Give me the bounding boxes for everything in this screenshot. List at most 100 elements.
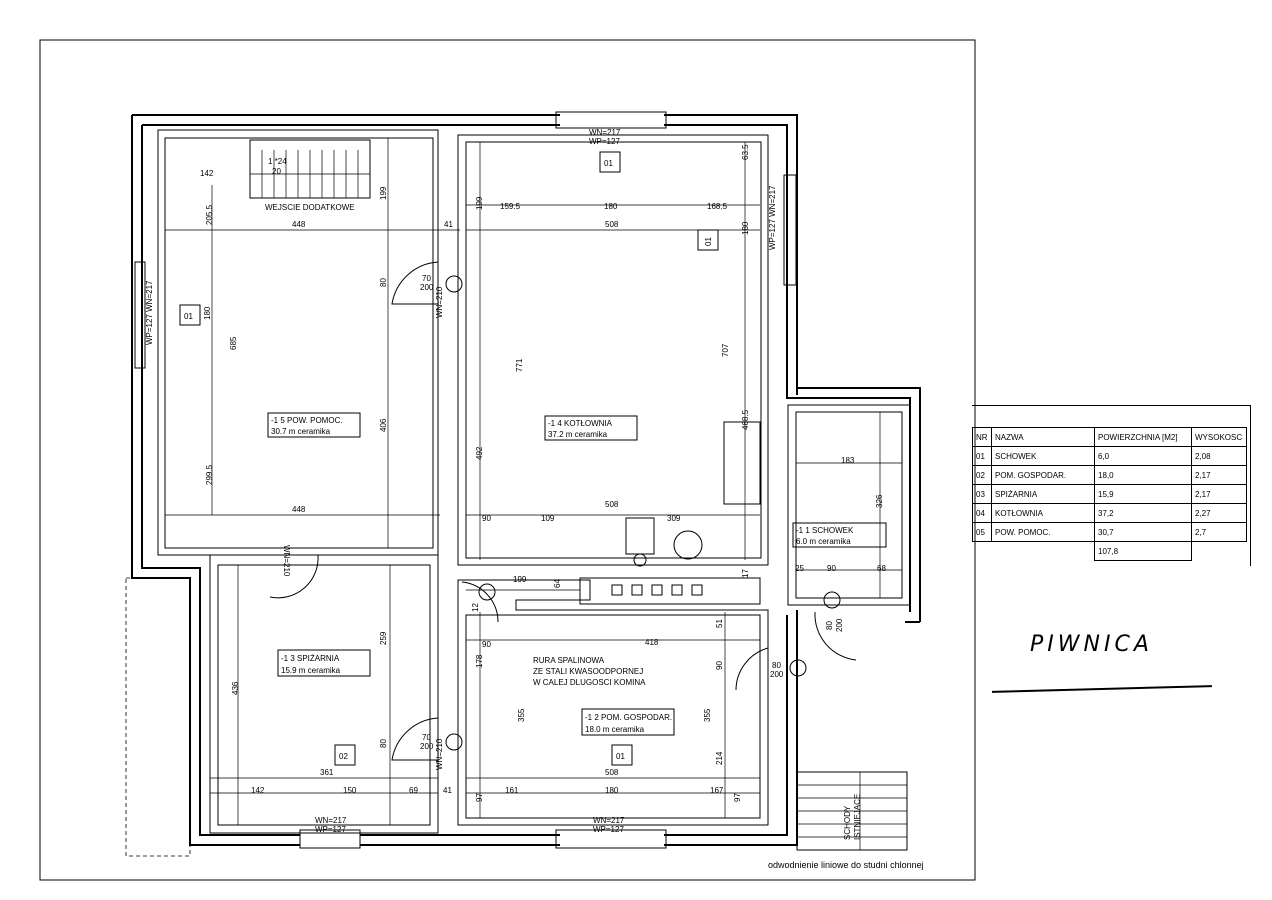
table-cell: SCHOWEK bbox=[991, 446, 1095, 466]
table-cell: 02 bbox=[972, 465, 992, 485]
table-cell: POW. POMOC. bbox=[991, 522, 1095, 542]
dim-12: 12 bbox=[471, 603, 480, 612]
dim-80-b: 80 bbox=[379, 739, 388, 748]
dim-355-a: 355 bbox=[517, 708, 526, 722]
dim-90-b: 90 bbox=[827, 564, 836, 573]
table-row: 04 KOTŁOWNIA 37,2 2,27 bbox=[972, 503, 1247, 523]
dim-69: 69 bbox=[409, 786, 418, 795]
chimney-note-1: RURA SPALINOWA bbox=[533, 656, 605, 665]
dim-150: 150 bbox=[343, 786, 357, 795]
table-header-row: NR NAZWA POWIERZCHNIA [M2] WYSOKOSC bbox=[972, 427, 1247, 447]
table-cell: 2,27 bbox=[1191, 503, 1247, 523]
table-total: 107,8 bbox=[1094, 541, 1192, 561]
table-header: NR bbox=[972, 427, 992, 447]
dim-508-mid: 508 bbox=[605, 500, 619, 509]
table-cell: 2,7 bbox=[1191, 522, 1247, 542]
existing-stairs bbox=[796, 771, 908, 851]
table-cell: 2,17 bbox=[1191, 465, 1247, 485]
table-cell: 03 bbox=[972, 484, 992, 504]
room-schedule-table: NR NAZWA POWIERZCHNIA [M2] WYSOKOSC 01 S… bbox=[972, 427, 1247, 561]
dim-448-top: 448 bbox=[292, 220, 306, 229]
dim-180-top: 180 bbox=[604, 202, 618, 211]
table-spacer bbox=[973, 542, 992, 561]
table-cell: 2,17 bbox=[1191, 484, 1247, 504]
dim-178: 178 bbox=[475, 654, 484, 668]
dim-326: 326 bbox=[875, 494, 884, 508]
dim-199-a: 199 bbox=[379, 186, 388, 200]
dim-109: 109 bbox=[541, 514, 555, 523]
dim-180-v2: 180 bbox=[203, 306, 212, 320]
table-cell: 05 bbox=[972, 522, 992, 542]
dim-17: 17 bbox=[741, 569, 750, 578]
dim-63: 63.5 bbox=[741, 144, 750, 160]
room-05-outline bbox=[157, 129, 439, 556]
dim-707: 707 bbox=[721, 343, 730, 357]
dim-183: 183 bbox=[841, 456, 855, 465]
room-02-name: -1 2 POM. GOSPODAR. bbox=[585, 713, 672, 722]
room-03-outline bbox=[209, 554, 439, 834]
chimney-note-3: W CALEJ DLUGOSCI KOMINA bbox=[533, 678, 646, 687]
stairs-existing-1: SCHODY bbox=[843, 805, 852, 840]
tag-02: 02 bbox=[339, 752, 348, 761]
table-cell: 04 bbox=[972, 503, 992, 523]
room-05-area: 30.7 m ceramika bbox=[271, 427, 331, 436]
stairs-label: 1 *24 bbox=[268, 157, 287, 166]
room-02-outline bbox=[457, 577, 769, 826]
window-bottom2-wp: WP=127 bbox=[593, 825, 624, 834]
stairs-step: 20 bbox=[272, 167, 281, 176]
tag-01-a: 01 bbox=[604, 159, 613, 168]
table-header: POWIERZCHNIA [M2] bbox=[1094, 427, 1192, 447]
dim-64: 64 bbox=[553, 579, 562, 588]
dim-259: 259 bbox=[379, 631, 388, 645]
entrance-label: WEJSCIE DODATKOWE bbox=[265, 203, 355, 212]
dim-180-v: 180 bbox=[741, 221, 750, 235]
dim-685: 685 bbox=[229, 336, 238, 350]
dim-41-bottom: 41 bbox=[443, 786, 452, 795]
table-frame bbox=[972, 405, 1251, 566]
dim-97-a: 97 bbox=[475, 793, 484, 802]
dim-90-d: 90 bbox=[715, 661, 724, 670]
room-01-area: 6.0 m ceramika bbox=[796, 537, 851, 546]
dim-90-a: 90 bbox=[482, 514, 491, 523]
room-04-outline bbox=[457, 134, 769, 566]
dim-159: 159.5 bbox=[500, 202, 521, 211]
window-top-wp: WP=127 bbox=[589, 137, 620, 146]
door-wn210-c: WN=210 bbox=[282, 545, 291, 577]
dim-468: 468.5 bbox=[741, 409, 750, 430]
dim-355-b: 355 bbox=[703, 708, 712, 722]
dim-299: 299.5 bbox=[205, 464, 214, 485]
dim-418: 418 bbox=[645, 638, 659, 647]
dim-199-b: 199 bbox=[475, 196, 484, 210]
room-tags bbox=[179, 151, 719, 766]
dim-80-d: 80 bbox=[825, 621, 834, 630]
sheet-title: PIWNICA bbox=[1030, 632, 1153, 657]
table-cell: KOTŁOWNIA bbox=[991, 503, 1095, 523]
table-cell: 6,0 bbox=[1094, 446, 1192, 466]
dim-508-bottom: 508 bbox=[605, 768, 619, 777]
dim-200-b: 200 bbox=[420, 742, 434, 751]
dim-200-d: 200 bbox=[835, 618, 844, 632]
dim-97-b: 97 bbox=[733, 793, 742, 802]
table-cell: 01 bbox=[972, 446, 992, 466]
room-03-name: -1 3 SPIŻARNIA bbox=[281, 654, 340, 663]
dim-161: 161 bbox=[505, 786, 519, 795]
dim-90-c: 90 bbox=[482, 640, 491, 649]
dimension-lines bbox=[165, 138, 902, 825]
tag-01-b: 01 bbox=[704, 237, 713, 246]
window-top-wn: WN=217 bbox=[589, 128, 621, 137]
table-cell: SPIŻARNIA bbox=[991, 484, 1095, 504]
tag-01-d: 01 bbox=[616, 752, 625, 761]
window-left-label: WP=127 WN=217 bbox=[145, 280, 154, 345]
window-bottom-wn: WN=217 bbox=[315, 816, 347, 825]
window-bottom2-wn: WN=217 bbox=[593, 816, 625, 825]
room-04-area: 37.2 m ceramika bbox=[548, 430, 608, 439]
dim-70-b: 70 bbox=[422, 733, 431, 742]
dim-214: 214 bbox=[715, 751, 724, 765]
dim-205: 205.5 bbox=[205, 204, 214, 225]
dim-200-c: 200 bbox=[770, 670, 784, 679]
dim-142-bottom: 142 bbox=[251, 786, 265, 795]
room-05-name: -1 5 POW. POMOC. bbox=[271, 416, 343, 425]
drainage-note: odwodnienie liniowe do studni chlonnej bbox=[768, 860, 924, 870]
dim-361: 361 bbox=[320, 768, 334, 777]
